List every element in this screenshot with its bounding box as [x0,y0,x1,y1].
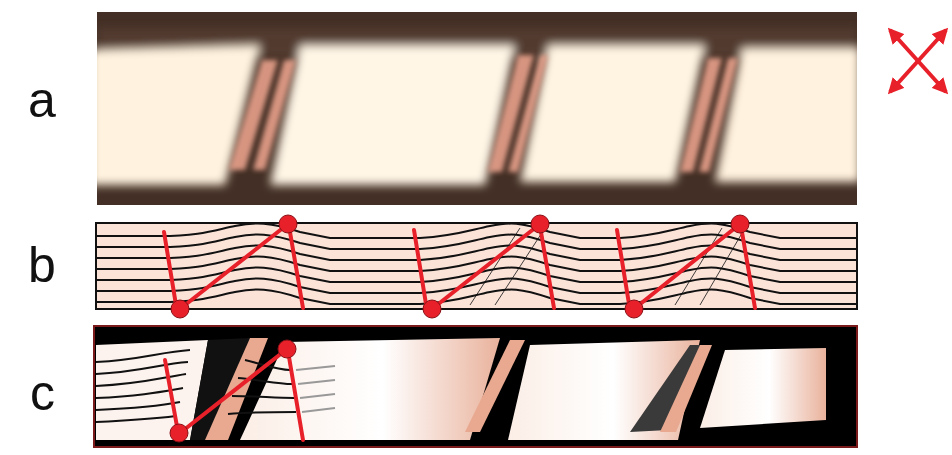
panel-letter: c [30,368,55,418]
micrograph [97,12,857,205]
director-schematic [96,215,858,318]
panel-letter: a [28,75,56,125]
panel-letter: b [28,240,56,290]
crossed-polarizers-symbol [890,30,946,92]
simulated-texture [94,326,857,447]
